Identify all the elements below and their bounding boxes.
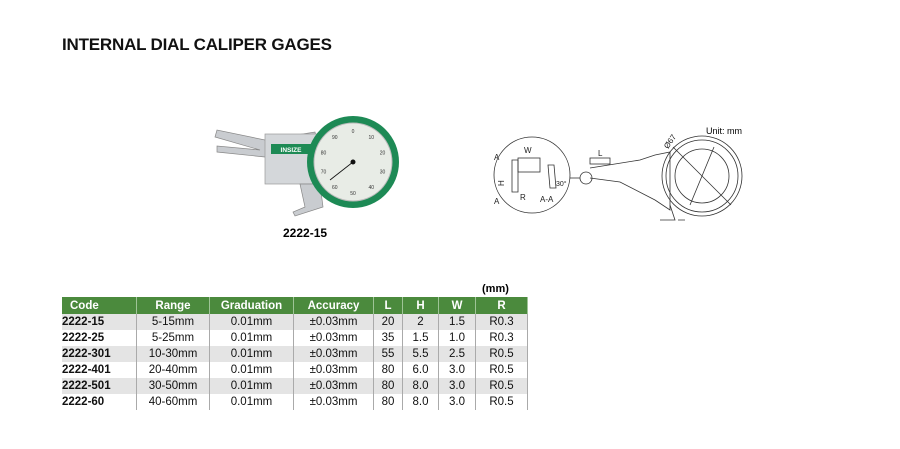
dial-number: 80 — [321, 150, 327, 156]
svg-text:R: R — [520, 193, 526, 202]
table-cell: ±0.03mm — [293, 378, 374, 394]
table-cell: 30-50mm — [136, 378, 210, 394]
table-cell: 2.5 — [438, 346, 476, 362]
table-cell: 3.0 — [438, 378, 476, 394]
table-cell: 80 — [373, 378, 403, 394]
table-cell: 5-25mm — [136, 330, 210, 346]
table-cell: 3.0 — [438, 394, 476, 410]
dial-number: 50 — [350, 191, 356, 197]
table-cell: ±0.03mm — [293, 362, 374, 378]
svg-text:W: W — [524, 146, 532, 155]
table-cell: ±0.03mm — [293, 314, 374, 330]
unit-label: Unit: mm — [706, 126, 742, 136]
table-cell: 0.01mm — [209, 394, 294, 410]
page-title: INTERNAL DIAL CALIPER GAGES — [62, 35, 332, 54]
column-header: Accuracy — [293, 297, 374, 314]
table-cell: 1.0 — [438, 330, 476, 346]
dial-number: 30 — [380, 170, 386, 176]
table-cell: 55 — [373, 346, 403, 362]
table-cell: 0.01mm — [209, 330, 294, 346]
column-header: H — [402, 297, 439, 314]
technical-drawing: A W H R A A-A30° L Ø67 — [493, 132, 743, 221]
table-cell: R0.5 — [475, 394, 528, 410]
table-cell: 20-40mm — [136, 362, 210, 378]
column-header: R — [475, 297, 528, 314]
table-cell: 5.5 — [402, 346, 439, 362]
table-cell: 2222-501 — [62, 378, 137, 394]
table-cell: R0.3 — [475, 330, 528, 346]
table-cell: 40-60mm — [136, 394, 210, 410]
product-photo: INSIZE 0 10 20 30 40 50 60 70 80 90 — [214, 116, 399, 217]
table-unit: (mm) — [482, 283, 509, 295]
dial-number: 0 — [352, 129, 355, 135]
dial-number: 20 — [380, 150, 386, 156]
table-cell: 2 — [402, 314, 439, 330]
table-cell: 1.5 — [438, 314, 476, 330]
table-cell: 6.0 — [402, 362, 439, 378]
svg-text:L: L — [598, 149, 603, 158]
dial-number: 90 — [332, 135, 338, 141]
table-cell: 20 — [373, 314, 403, 330]
dial-number: 70 — [321, 170, 327, 176]
table-cell: ±0.03mm — [293, 394, 374, 410]
table-cell: 0.01mm — [209, 314, 294, 330]
table-cell: 0.01mm — [209, 346, 294, 362]
table-cell: 0.01mm — [209, 378, 294, 394]
svg-text:Ø67: Ø67 — [662, 132, 678, 150]
table-cell: R0.3 — [475, 314, 528, 330]
table-cell: ±0.03mm — [293, 346, 374, 362]
brand-label — [271, 144, 311, 154]
svg-text:A: A — [494, 197, 500, 206]
column-header: Graduation — [209, 297, 294, 314]
table-cell: 80 — [373, 394, 403, 410]
column-header: L — [373, 297, 403, 314]
table-cell: ±0.03mm — [293, 330, 374, 346]
svg-text:A-A: A-A — [540, 195, 554, 204]
column-header: Range — [136, 297, 210, 314]
table-cell: 1.5 — [402, 330, 439, 346]
column-header: Code — [62, 297, 137, 314]
table-cell: 8.0 — [402, 378, 439, 394]
product-caption: 2222-15 — [283, 226, 328, 240]
table-cell: 5-15mm — [136, 314, 210, 330]
table-cell: 3.0 — [438, 362, 476, 378]
table-cell: 0.01mm — [209, 362, 294, 378]
dial-number: 40 — [368, 185, 374, 191]
table-cell: 8.0 — [402, 394, 439, 410]
table-cell: 2222-25 — [62, 330, 137, 346]
table-cell: 2222-60 — [62, 394, 137, 410]
table-cell: R0.5 — [475, 362, 528, 378]
table-cell: 2222-15 — [62, 314, 137, 330]
table-cell: R0.5 — [475, 378, 528, 394]
table-cell: 35 — [373, 330, 403, 346]
table-cell: 80 — [373, 362, 403, 378]
dial-number: 10 — [368, 135, 374, 141]
svg-text:30°: 30° — [556, 180, 567, 188]
column-header: W — [438, 297, 476, 314]
table-cell: 10-30mm — [136, 346, 210, 362]
svg-text:INSIZE: INSIZE — [281, 147, 303, 154]
table-cell: R0.5 — [475, 346, 528, 362]
dial-number: 60 — [332, 185, 338, 191]
svg-text:A: A — [494, 153, 500, 162]
table-cell: 2222-301 — [62, 346, 137, 362]
table-cell: 2222-401 — [62, 362, 137, 378]
svg-text:H: H — [497, 180, 506, 186]
